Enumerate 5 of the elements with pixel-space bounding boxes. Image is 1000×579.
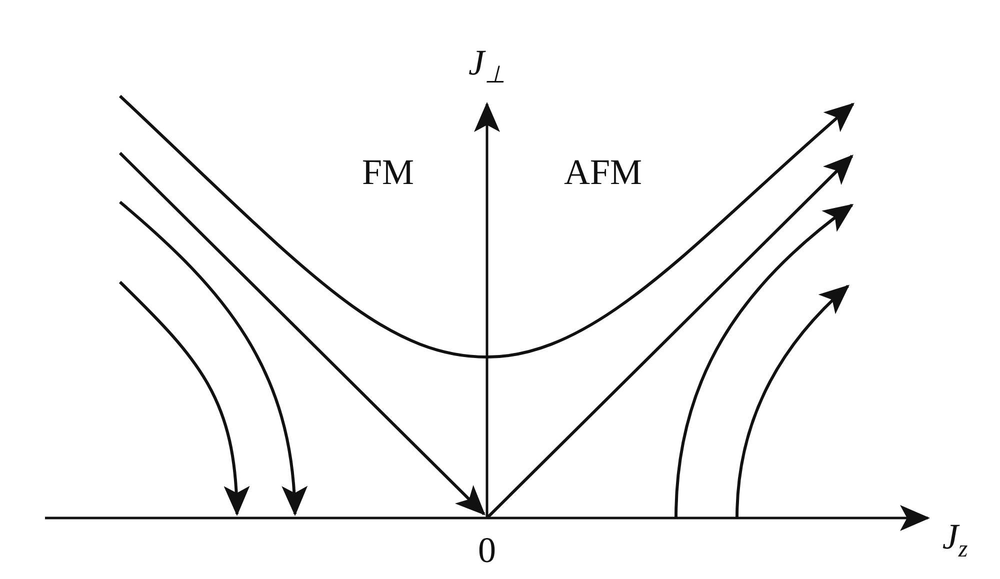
region-label: AFM (564, 154, 642, 190)
origin-label: 0 (478, 532, 496, 568)
region-label: FM (362, 154, 414, 190)
axis-label: J$_{⊥}$ (468, 44, 506, 88)
axis-label: J$_{z}$ (942, 518, 968, 562)
